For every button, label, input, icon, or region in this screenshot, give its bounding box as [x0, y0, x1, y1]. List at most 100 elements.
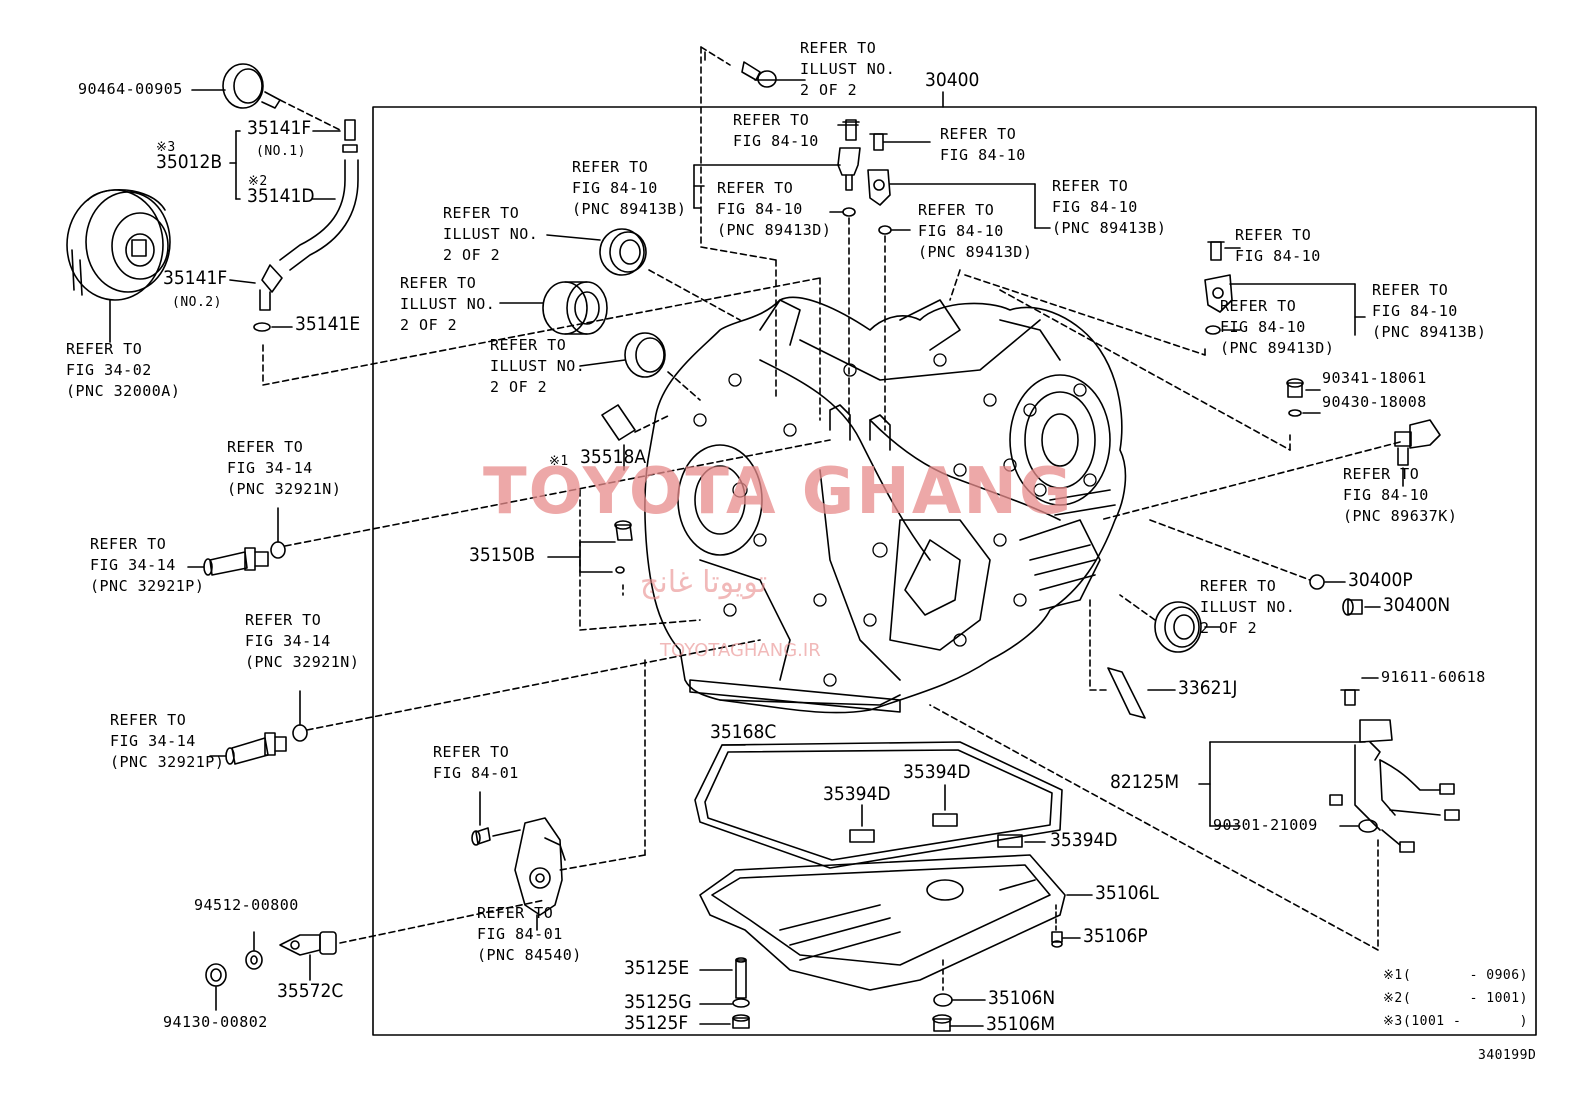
part-35168C[interactable]: 35168C [710, 721, 777, 743]
washer-94512 [245, 950, 263, 970]
refer-84-10-89413B-a[interactable]: REFER TO FIG 84-10 (PNC 89413B) [572, 158, 687, 218]
part-35150B[interactable]: 35150B [469, 544, 536, 566]
breather-plug [614, 520, 633, 541]
part-90341-18061[interactable]: 90341-18061 [1322, 369, 1427, 387]
note-3-range: (1001 - ) [1403, 1014, 1528, 1029]
part-35125E[interactable]: 35125E [624, 957, 690, 979]
note-2-range: ( - 1001) [1403, 991, 1528, 1006]
bolt-35125F [732, 1014, 750, 1029]
part-94512-00800[interactable]: 94512-00800 [194, 896, 299, 914]
diagram-id: 340199D [1478, 1048, 1537, 1063]
oil-pan-gasket [694, 741, 1063, 869]
oil-cooler-hose [259, 119, 359, 311]
solenoid-right [1204, 241, 1233, 313]
oil-seal-2 [624, 332, 666, 378]
torque-converter [66, 189, 171, 301]
refer-84-10-89413D-c[interactable]: REFER TO FIG 84-10 (PNC 89413D) [1220, 297, 1335, 357]
part-94130-00802[interactable]: 94130-00802 [163, 1013, 268, 1031]
refer-84-10-b[interactable]: REFER TO FIG 84-10 [940, 125, 1026, 164]
note-3-mark: ※3 [1383, 1014, 1403, 1029]
part-35394D-a[interactable]: 35394D [823, 783, 891, 805]
refer-34-14-32921N-a[interactable]: REFER TO FIG 34-14 (PNC 32921N) [227, 438, 342, 498]
part-82125M[interactable]: 82125M [1110, 771, 1180, 793]
drain-plug-right [1286, 378, 1304, 398]
refer-34-14-32921P-b[interactable]: REFER TO FIG 34-14 (PNC 32921P) [110, 711, 225, 771]
oil-seal-right [1154, 601, 1202, 653]
nut-94130 [205, 963, 227, 987]
part-35141F-no2[interactable]: 35141F [163, 267, 228, 289]
oil-seal-1 [599, 228, 647, 276]
part-35141E[interactable]: 35141E [295, 313, 361, 335]
label-no1: (NO.1) [256, 144, 306, 159]
refer-84-01-a[interactable]: REFER TO FIG 84-01 [433, 743, 519, 782]
note-mark-3: ※3 [156, 140, 176, 155]
speed-sensor-2 [867, 133, 891, 206]
drain-plug-35106M [932, 1014, 952, 1032]
plug-30400N [1342, 598, 1363, 616]
hose-fitting-lower [225, 732, 287, 765]
part-35106N[interactable]: 35106N [988, 987, 1056, 1009]
refer-illust-bearing[interactable]: REFER TO ILLUST NO. 2 OF 2 [400, 274, 496, 334]
neutral-start-switch [514, 817, 566, 916]
wire-harness [1329, 689, 1460, 853]
refer-84-01-84540[interactable]: REFER TO FIG 84-01 (PNC 84540) [477, 904, 582, 964]
refer-top-illust[interactable]: REFER TO ILLUST NO. 2 OF 2 [800, 39, 896, 99]
refer-84-10-89413B-c[interactable]: REFER TO FIG 84-10 (PNC 89413B) [1372, 281, 1487, 341]
part-30400N[interactable]: 30400N [1383, 594, 1451, 616]
magnet-blocks [849, 813, 1023, 848]
part-35518A[interactable]: 35518A [580, 446, 647, 468]
part-35141D[interactable]: 35141D [247, 185, 315, 207]
note-mark-1: ※1 [549, 454, 569, 469]
part-35012B[interactable]: 35012B [156, 151, 223, 173]
refer-34-14-32921P-a[interactable]: REFER TO FIG 34-14 (PNC 32921P) [90, 535, 205, 595]
refer-84-10-89413D-b[interactable]: REFER TO FIG 84-10 (PNC 89413D) [918, 201, 1033, 261]
note-2-mark: ※2 [1383, 991, 1403, 1006]
refer-84-10-89637K[interactable]: REFER TO FIG 84-10 (PNC 89637K) [1343, 465, 1458, 525]
part-35125G[interactable]: 35125G [624, 991, 692, 1013]
note-1-range: ( - 0906) [1403, 968, 1528, 983]
part-90464-00905[interactable]: 90464-00905 [78, 80, 183, 98]
shift-lever-35572C [279, 931, 337, 956]
part-30400P[interactable]: 30400P [1348, 569, 1413, 591]
bearing-1 [542, 281, 608, 335]
part-35106P[interactable]: 35106P [1083, 925, 1148, 947]
part-35394D-b[interactable]: 35394D [903, 761, 971, 783]
note-mark-2: ※2 [248, 174, 268, 189]
refer-illust-seal-2[interactable]: REFER TO ILLUST NO. 2 OF 2 [490, 336, 586, 396]
assembly-frame [372, 106, 1537, 1036]
watermark-sub: TOYOTAGHANG.IR [660, 640, 821, 661]
label-no2: (NO.2) [172, 295, 222, 310]
refer-84-10-a[interactable]: REFER TO FIG 84-10 [733, 111, 819, 150]
refer-illust-seal-1[interactable]: REFER TO ILLUST NO. 2 OF 2 [443, 204, 539, 264]
washer-35125G [732, 998, 750, 1008]
plate-33621J [1107, 667, 1146, 719]
transaxle-assembly [644, 296, 1127, 714]
refer-34-02[interactable]: REFER TO FIG 34-02 (PNC 32000A) [66, 340, 181, 400]
refer-84-10-89413D-a[interactable]: REFER TO FIG 84-10 (PNC 89413D) [717, 179, 832, 239]
part-35572C[interactable]: 35572C [277, 980, 344, 1002]
hose-clamp [222, 63, 281, 109]
part-33621J[interactable]: 33621J [1178, 677, 1238, 699]
part-35106L[interactable]: 35106L [1095, 882, 1159, 904]
part-35106M[interactable]: 35106M [986, 1013, 1056, 1035]
pressure-switch [1394, 419, 1441, 466]
refer-84-10-c[interactable]: REFER TO FIG 84-10 [1235, 226, 1321, 265]
part-35394D-c[interactable]: 35394D [1050, 829, 1118, 851]
part-35125F[interactable]: 35125F [624, 1012, 689, 1034]
part-91611-60618[interactable]: 91611-60618 [1381, 668, 1486, 686]
refer-84-10-89413B-b[interactable]: REFER TO FIG 84-10 (PNC 89413B) [1052, 177, 1167, 237]
label-plate [601, 404, 636, 441]
drain-bolt-35106P [1051, 931, 1063, 948]
watermark-arabic: تويوتا غانج [640, 565, 768, 600]
part-30400[interactable]: 30400 [925, 69, 980, 91]
watermark-brand: TOYOTA GHANG [483, 455, 1074, 529]
oil-pan [699, 854, 1066, 991]
part-35141F-no1[interactable]: 35141F [247, 117, 312, 139]
refer-34-14-32921N-b[interactable]: REFER TO FIG 34-14 (PNC 32921N) [245, 611, 360, 671]
bolt-84-01 [471, 827, 491, 846]
bolt-35125E [735, 957, 747, 999]
refer-illust-seal-right[interactable]: REFER TO ILLUST NO. 2 OF 2 [1200, 577, 1296, 637]
part-90301-21009[interactable]: 90301-21009 [1213, 816, 1318, 834]
part-90430-18008[interactable]: 90430-18008 [1322, 393, 1427, 411]
